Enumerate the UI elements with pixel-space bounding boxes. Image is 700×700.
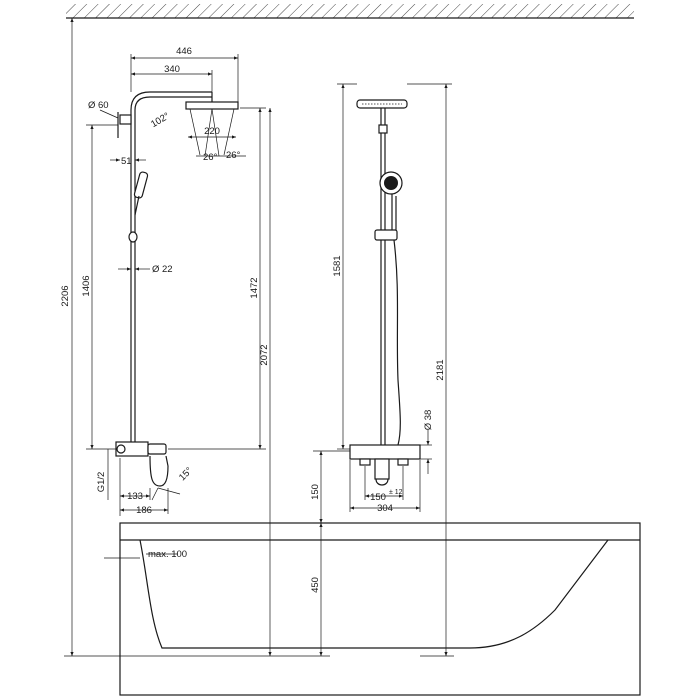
dim-1472: 1472 <box>249 277 260 298</box>
dim-max-100: max. 100 <box>148 549 187 560</box>
rain-head-side <box>185 101 239 110</box>
dim-2206: 2206 <box>60 285 71 306</box>
dim-dia-22: Ø 22 <box>152 264 173 275</box>
dim-angle-15: 15° <box>177 465 195 483</box>
dim-angle-26b: 26° <box>226 150 241 161</box>
dim-150-height: 150 <box>310 484 321 500</box>
dim-dia-60: Ø 60 <box>88 100 109 111</box>
dim-446: 446 <box>176 46 192 57</box>
dimension-lines <box>64 18 454 657</box>
dim-450: 450 <box>310 577 321 593</box>
rain-head-front <box>356 99 408 109</box>
dim-angle-26a: 26° <box>203 152 218 163</box>
slide-holder <box>374 229 398 241</box>
shower-hose <box>393 239 401 446</box>
dim-2072: 2072 <box>259 344 270 365</box>
dim-220: 220 <box>204 126 220 137</box>
dim-2181: 2181 <box>435 359 446 380</box>
dim-304: 304 <box>377 503 393 514</box>
side-view <box>115 91 239 501</box>
dim-dia-38: Ø 38 <box>423 410 434 431</box>
dim-51: 51 <box>121 156 132 167</box>
wall-bracket <box>119 114 132 125</box>
dim-340: 340 <box>164 64 180 75</box>
dim-tolerance-12: ± 12 <box>389 489 403 496</box>
bath-spout <box>149 455 169 487</box>
ceiling-hatch <box>66 4 634 19</box>
thermostat-body <box>349 444 421 460</box>
bathtub <box>119 522 641 696</box>
dim-133: 133 <box>127 491 143 502</box>
hand-shower-side <box>133 171 149 199</box>
dim-1406: 1406 <box>81 275 92 296</box>
pipe-joint <box>128 231 138 243</box>
dim-1581: 1581 <box>332 255 343 276</box>
front-view <box>349 99 421 486</box>
dim-150-centers: 150 <box>370 492 386 503</box>
dim-186: 186 <box>136 505 152 516</box>
dim-angle-102: 102° <box>149 111 172 130</box>
dim-g12: G1/2 <box>96 472 107 493</box>
